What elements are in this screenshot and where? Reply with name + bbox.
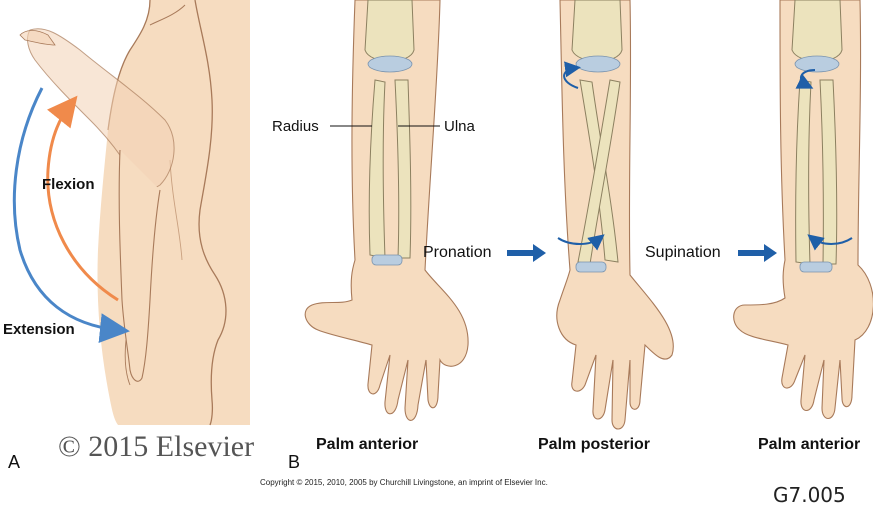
forearm-posterior — [556, 0, 674, 430]
pronation-label: Pronation — [423, 244, 492, 261]
radius-label: Radius — [272, 118, 319, 135]
supination-label: Supination — [645, 244, 721, 261]
caption-palm-anterior-2: Palm anterior — [758, 436, 861, 453]
panel-b-letter: B — [288, 452, 301, 472]
copyright-notice: Copyright © 2015, 2010, 2005 by Churchil… — [260, 478, 548, 487]
pronation-arrow — [507, 244, 546, 262]
forearm-anterior-2 — [733, 0, 873, 420]
figure-code: G7.005 — [773, 483, 846, 507]
extension-label: Extension — [3, 321, 75, 338]
torso-figure — [19, 0, 250, 426]
caption-palm-anterior-1: Palm anterior — [316, 436, 419, 453]
watermark: © 2015 Elsevier — [58, 430, 255, 463]
caption-palm-posterior: Palm posterior — [538, 436, 651, 453]
supination-arrow — [738, 244, 777, 262]
flexion-label: Flexion — [42, 176, 95, 193]
forearm-anterior-1 — [304, 0, 469, 421]
panel-a-letter: A — [8, 452, 21, 472]
flexion-arrow — [46, 95, 119, 302]
ulna-label: Ulna — [444, 118, 475, 135]
extension-arrow — [12, 87, 130, 344]
